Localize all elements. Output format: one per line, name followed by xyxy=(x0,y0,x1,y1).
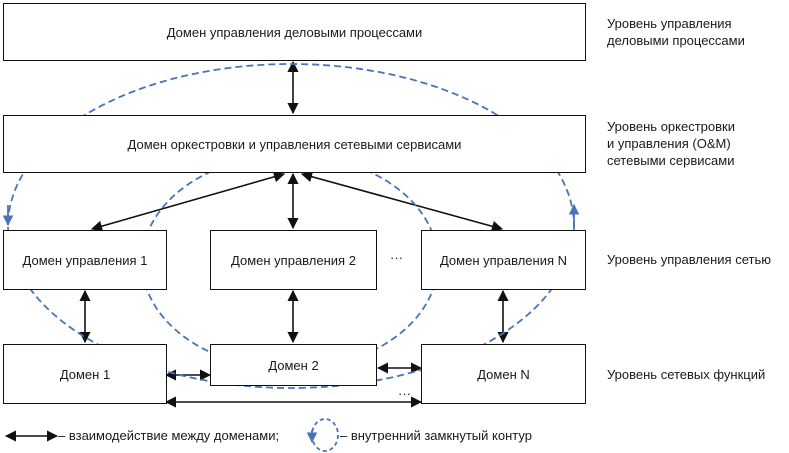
mgmt-domain-1-label: Домен управления 1 xyxy=(22,252,148,268)
net-domain-1-label: Домен 1 xyxy=(59,366,111,382)
legend-loop-text: – внутренний замкнутый контур xyxy=(340,428,532,443)
mgmt-domain-2-label: Домен управления 2 xyxy=(231,252,356,268)
mgmt-domain-n-label: Домен управления N xyxy=(439,252,568,268)
net-domain-2-box: Домен 2 xyxy=(210,344,377,386)
business-domain-box: Домен управления деловыми процессами xyxy=(3,3,586,61)
net-domain-n-box: Домен N xyxy=(421,344,586,404)
level-orchestration-line-1: Уровень оркестровки xyxy=(607,119,735,134)
level-network-functions: Уровень сетевых функций xyxy=(607,366,765,383)
mgmt-domain-2-box: Домен управления 2 xyxy=(210,230,377,290)
legend-loop-icon xyxy=(311,418,339,452)
level-business-line-1: Уровень управления xyxy=(607,16,732,31)
net-domain-1-box: Домен 1 xyxy=(3,344,167,404)
legend-interaction-text: – взаимодействие между доменами; xyxy=(58,428,280,443)
ellipsis-net: ··· xyxy=(398,386,411,401)
net-domain-2-label: Домен 2 xyxy=(268,357,319,373)
arrow-orch-mgmt1 xyxy=(90,171,286,232)
mgmt-domain-n-box: Домен управления N xyxy=(421,230,586,290)
ellipsis-mgmt: ··· xyxy=(390,250,403,265)
orchestration-domain-box: Домен оркестровки и управления сетевыми … xyxy=(3,115,586,173)
mgmt-domain-1-box: Домен управления 1 xyxy=(3,230,167,290)
level-business: Уровень управления деловыми процессами xyxy=(607,15,745,49)
level-orchestration-line-2: и управления (O&M) xyxy=(607,136,731,151)
level-orchestration: Уровень оркестровки и управления (O&M) с… xyxy=(607,118,735,169)
arrow-orch-mgmtN xyxy=(300,171,504,232)
level-network-mgmt: Уровень управления сетью xyxy=(607,251,771,268)
net-domain-n-label: Домен N xyxy=(477,366,530,382)
level-network-functions-line-1: Уровень сетевых функций xyxy=(607,367,766,382)
level-business-line-2: деловыми процессами xyxy=(607,33,745,48)
level-network-mgmt-line-1: Уровень управления сетью xyxy=(607,252,771,267)
business-domain-label: Домен управления деловыми процессами xyxy=(166,24,423,40)
orchestration-domain-label: Домен оркестровки и управления сетевыми … xyxy=(127,136,462,152)
level-orchestration-line-3: сетевыми сервисами xyxy=(607,153,735,168)
